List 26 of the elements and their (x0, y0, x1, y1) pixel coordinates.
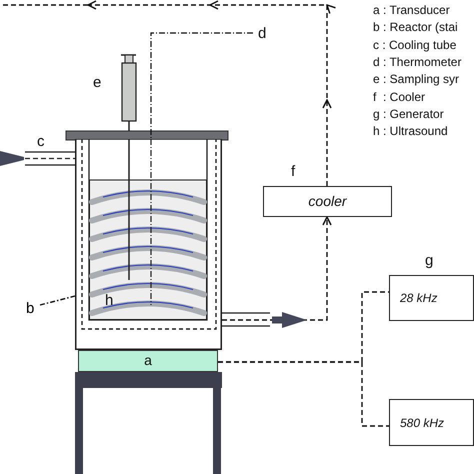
leader-line (40, 295, 76, 306)
part-letter: g (425, 252, 434, 269)
part-letter: e (93, 74, 102, 91)
key-text: c : Cooling tube (373, 38, 456, 52)
reactor-vessel (75, 139, 222, 350)
key-text: g : Generator (373, 106, 444, 121)
key-text: b : Reactor (stai (373, 20, 458, 34)
part-letter: c (37, 133, 44, 150)
part-letter: h (105, 292, 114, 309)
key-text: f : Cooler (373, 90, 426, 104)
generator-box (389, 275, 474, 321)
flow-arrow (88, 0, 336, 186)
frequency-label: 28 kHz (400, 291, 438, 305)
part-letter: d (258, 25, 266, 42)
frequency-label: 580 kHz (400, 416, 444, 430)
part-letter: b (26, 300, 40, 320)
key-text: h : Ultrasound (373, 124, 448, 138)
part-letter: a (143, 352, 153, 368)
transducer-pad (78, 350, 218, 372)
key-text: d : Thermometer (373, 54, 462, 69)
key-text: e : Sampling syr (373, 72, 460, 86)
signal-line (218, 361, 389, 427)
part-letter: f (291, 163, 296, 180)
generator-box (389, 399, 474, 446)
cooler-label: cooler (307, 193, 348, 209)
key-text: a : Transducer (373, 3, 450, 17)
